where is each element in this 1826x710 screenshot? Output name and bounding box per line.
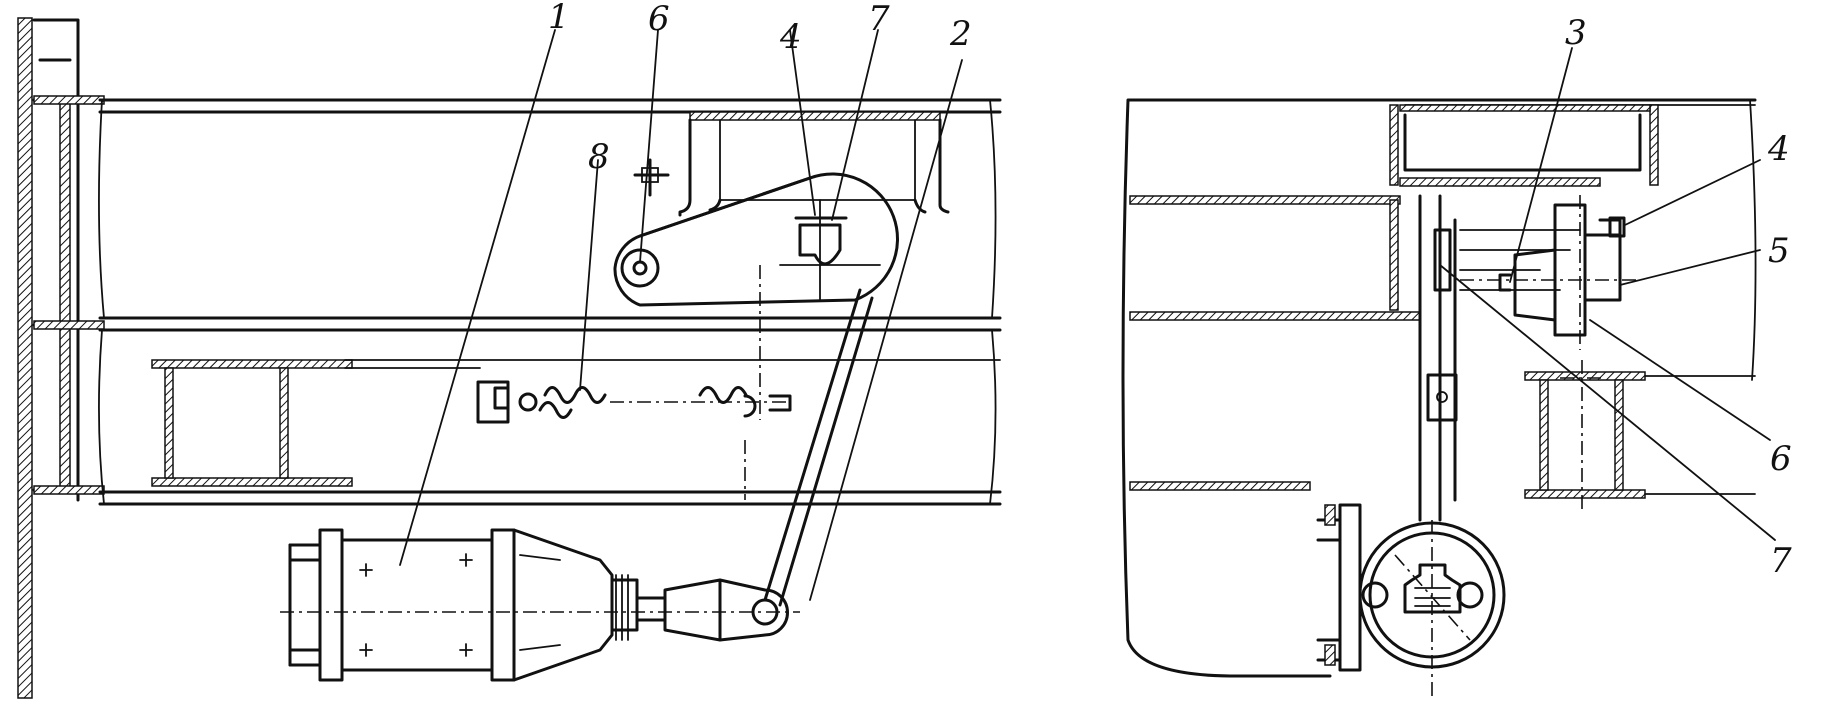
- lower-i-section: [1524, 360, 1756, 512]
- callout-3: 3: [1565, 13, 1587, 53]
- left-leader-lines: [399, 29, 963, 601]
- linkage-assembly: [1433, 195, 1640, 350]
- upper-beam: [98, 98, 1002, 320]
- right-leader-lines: [1439, 47, 1776, 541]
- callout-4-right: 4: [1767, 129, 1790, 169]
- callout-6-right: 6: [1770, 439, 1792, 479]
- wheel-assembly: [1316, 503, 1506, 700]
- right-view: 3 4 5 6 7: [1121, 13, 1792, 700]
- side-column: [17, 17, 105, 699]
- top-bracket: [678, 111, 950, 217]
- callout-6: 6: [648, 0, 670, 39]
- cross-mark: [633, 158, 670, 197]
- left-view: 1 6 4 7 2 8: [17, 0, 1002, 699]
- callout-4: 4: [779, 17, 802, 57]
- spring-assembly: [476, 380, 792, 424]
- lower-beam: [98, 328, 1002, 506]
- callout-7-right: 7: [1770, 541, 1792, 581]
- hanger-plates: [1389, 194, 1458, 522]
- callout-1: 1: [548, 0, 570, 37]
- right-frame: [1121, 98, 1757, 678]
- brake-cylinder: [280, 528, 800, 682]
- connecting-rod: [763, 288, 874, 607]
- callout-7: 7: [868, 0, 890, 39]
- lever-arm: [613, 172, 900, 420]
- callout-5: 5: [1768, 231, 1790, 271]
- callout-8: 8: [588, 137, 610, 177]
- horizontal-plates: [1129, 104, 1756, 491]
- upper-channel: [1389, 104, 1659, 186]
- callout-2: 2: [949, 14, 972, 54]
